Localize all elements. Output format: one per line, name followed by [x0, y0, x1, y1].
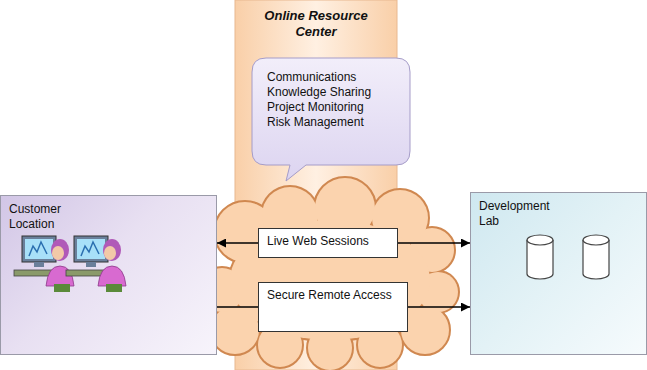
- cloud-shape: [200, 178, 458, 370]
- resource-band: Online Resource CenterCommunicationsKnow…: [235, 0, 397, 370]
- node-label: Communications: [267, 70, 402, 85]
- node-label: Project Monitoring: [267, 100, 402, 115]
- band-title: Online Resource Center: [256, 8, 376, 40]
- node-label: Customer Location: [9, 202, 99, 232]
- speech-bubble: CommunicationsKnowledge SharingProject M…: [252, 58, 410, 165]
- node-label: Development Lab: [479, 199, 569, 229]
- location-box: Customer Location: [0, 195, 217, 355]
- bubble-path: [252, 58, 410, 181]
- process-box: Live Web Sessions: [258, 228, 398, 258]
- process-box: Secure Remote Access: [258, 282, 408, 332]
- database-cylinder: [583, 235, 609, 279]
- connector-arrow: [217, 306, 258, 308]
- node-label: Live Web Sessions: [267, 234, 389, 249]
- node-label: Risk Management: [267, 115, 402, 130]
- location-box: Development Lab: [470, 192, 647, 355]
- person-icon: [14, 236, 74, 292]
- connector-arrow: [408, 306, 470, 308]
- person-icon: [66, 236, 126, 292]
- node-label: Secure Remote Access: [267, 288, 399, 303]
- database-cylinder: [527, 235, 553, 279]
- node-label: Knowledge Sharing: [267, 85, 402, 100]
- connector-arrow: [217, 242, 258, 244]
- connector-arrow: [398, 242, 470, 244]
